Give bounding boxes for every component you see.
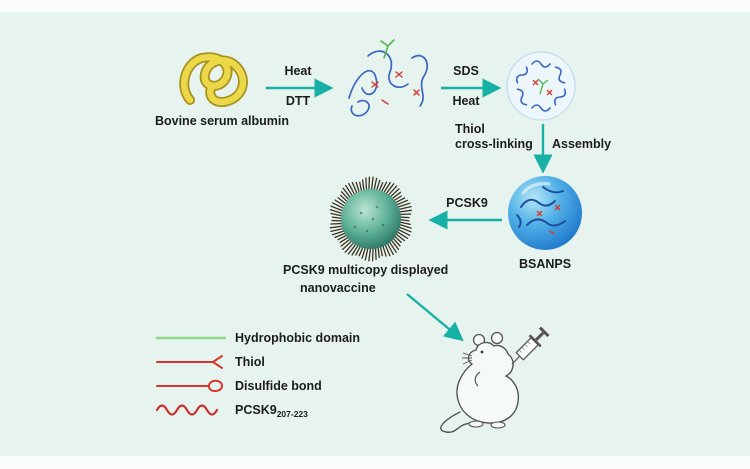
mouse-ear	[490, 331, 504, 345]
arrow-to-mouse	[406, 293, 464, 342]
legend-label-pcsk9: PCSK9207-223	[235, 403, 308, 422]
legend-label-disulfide: Disulfide bond	[235, 379, 322, 393]
mouse-tail	[440, 411, 473, 433]
legend-label-hydrophobic: Hydrophobic domain	[235, 331, 360, 345]
legend-label-thiol: Thiol	[235, 355, 265, 369]
bsa-label: Bovine serum albumin	[154, 114, 290, 128]
legend-label-pcsk9-subscript: 207-223	[276, 409, 308, 419]
thiol-crosslinking-label: Thiol cross-linking	[455, 122, 533, 152]
legend-symbol-thiol	[156, 355, 223, 369]
legend-symbol-pcsk9	[155, 404, 219, 416]
assembly-label: Assembly	[552, 137, 612, 151]
nanovaccine-label-line1: PCSK9 multicopy displayed	[283, 263, 449, 277]
mouse-whiskers	[462, 352, 473, 365]
mouse-foot	[490, 421, 506, 429]
arrow1-top-label: Heat	[284, 64, 312, 78]
mouse-arm	[474, 371, 481, 387]
mouse-injection-illustration	[440, 326, 550, 433]
sds-micelle-illustration	[506, 51, 576, 121]
arrow2-bottom-label: Heat	[452, 94, 480, 108]
bsanps-label: BSANPS	[518, 257, 572, 271]
legend-symbol-disulfide	[156, 379, 224, 392]
syringe-icon	[511, 326, 550, 365]
arrow1-bottom-label: DTT	[285, 94, 311, 108]
thiol-crosslinking-line1: Thiol	[455, 122, 485, 136]
bsanps-nanoparticle-illustration	[508, 176, 582, 250]
legend-symbols	[155, 336, 227, 416]
nanovaccine-label-line2: nanovaccine	[300, 281, 376, 295]
nanovaccine-particle-illustration	[329, 176, 412, 262]
top-margin	[0, 0, 750, 12]
arrow2-top-label: SDS	[453, 64, 479, 78]
legend-label-pcsk9-name: PCSK9	[235, 403, 277, 417]
mouse-foot	[468, 420, 484, 428]
bsa-protein-illustration	[179, 52, 248, 107]
denatured-protein-illustration	[348, 39, 429, 117]
pcsk9-arrow-label: PCSK9	[446, 196, 488, 210]
mouse-eye	[480, 350, 484, 354]
thiol-crosslinking-line2: cross-linking	[455, 137, 533, 151]
bottom-margin	[0, 456, 750, 469]
mouse-body	[456, 341, 520, 424]
